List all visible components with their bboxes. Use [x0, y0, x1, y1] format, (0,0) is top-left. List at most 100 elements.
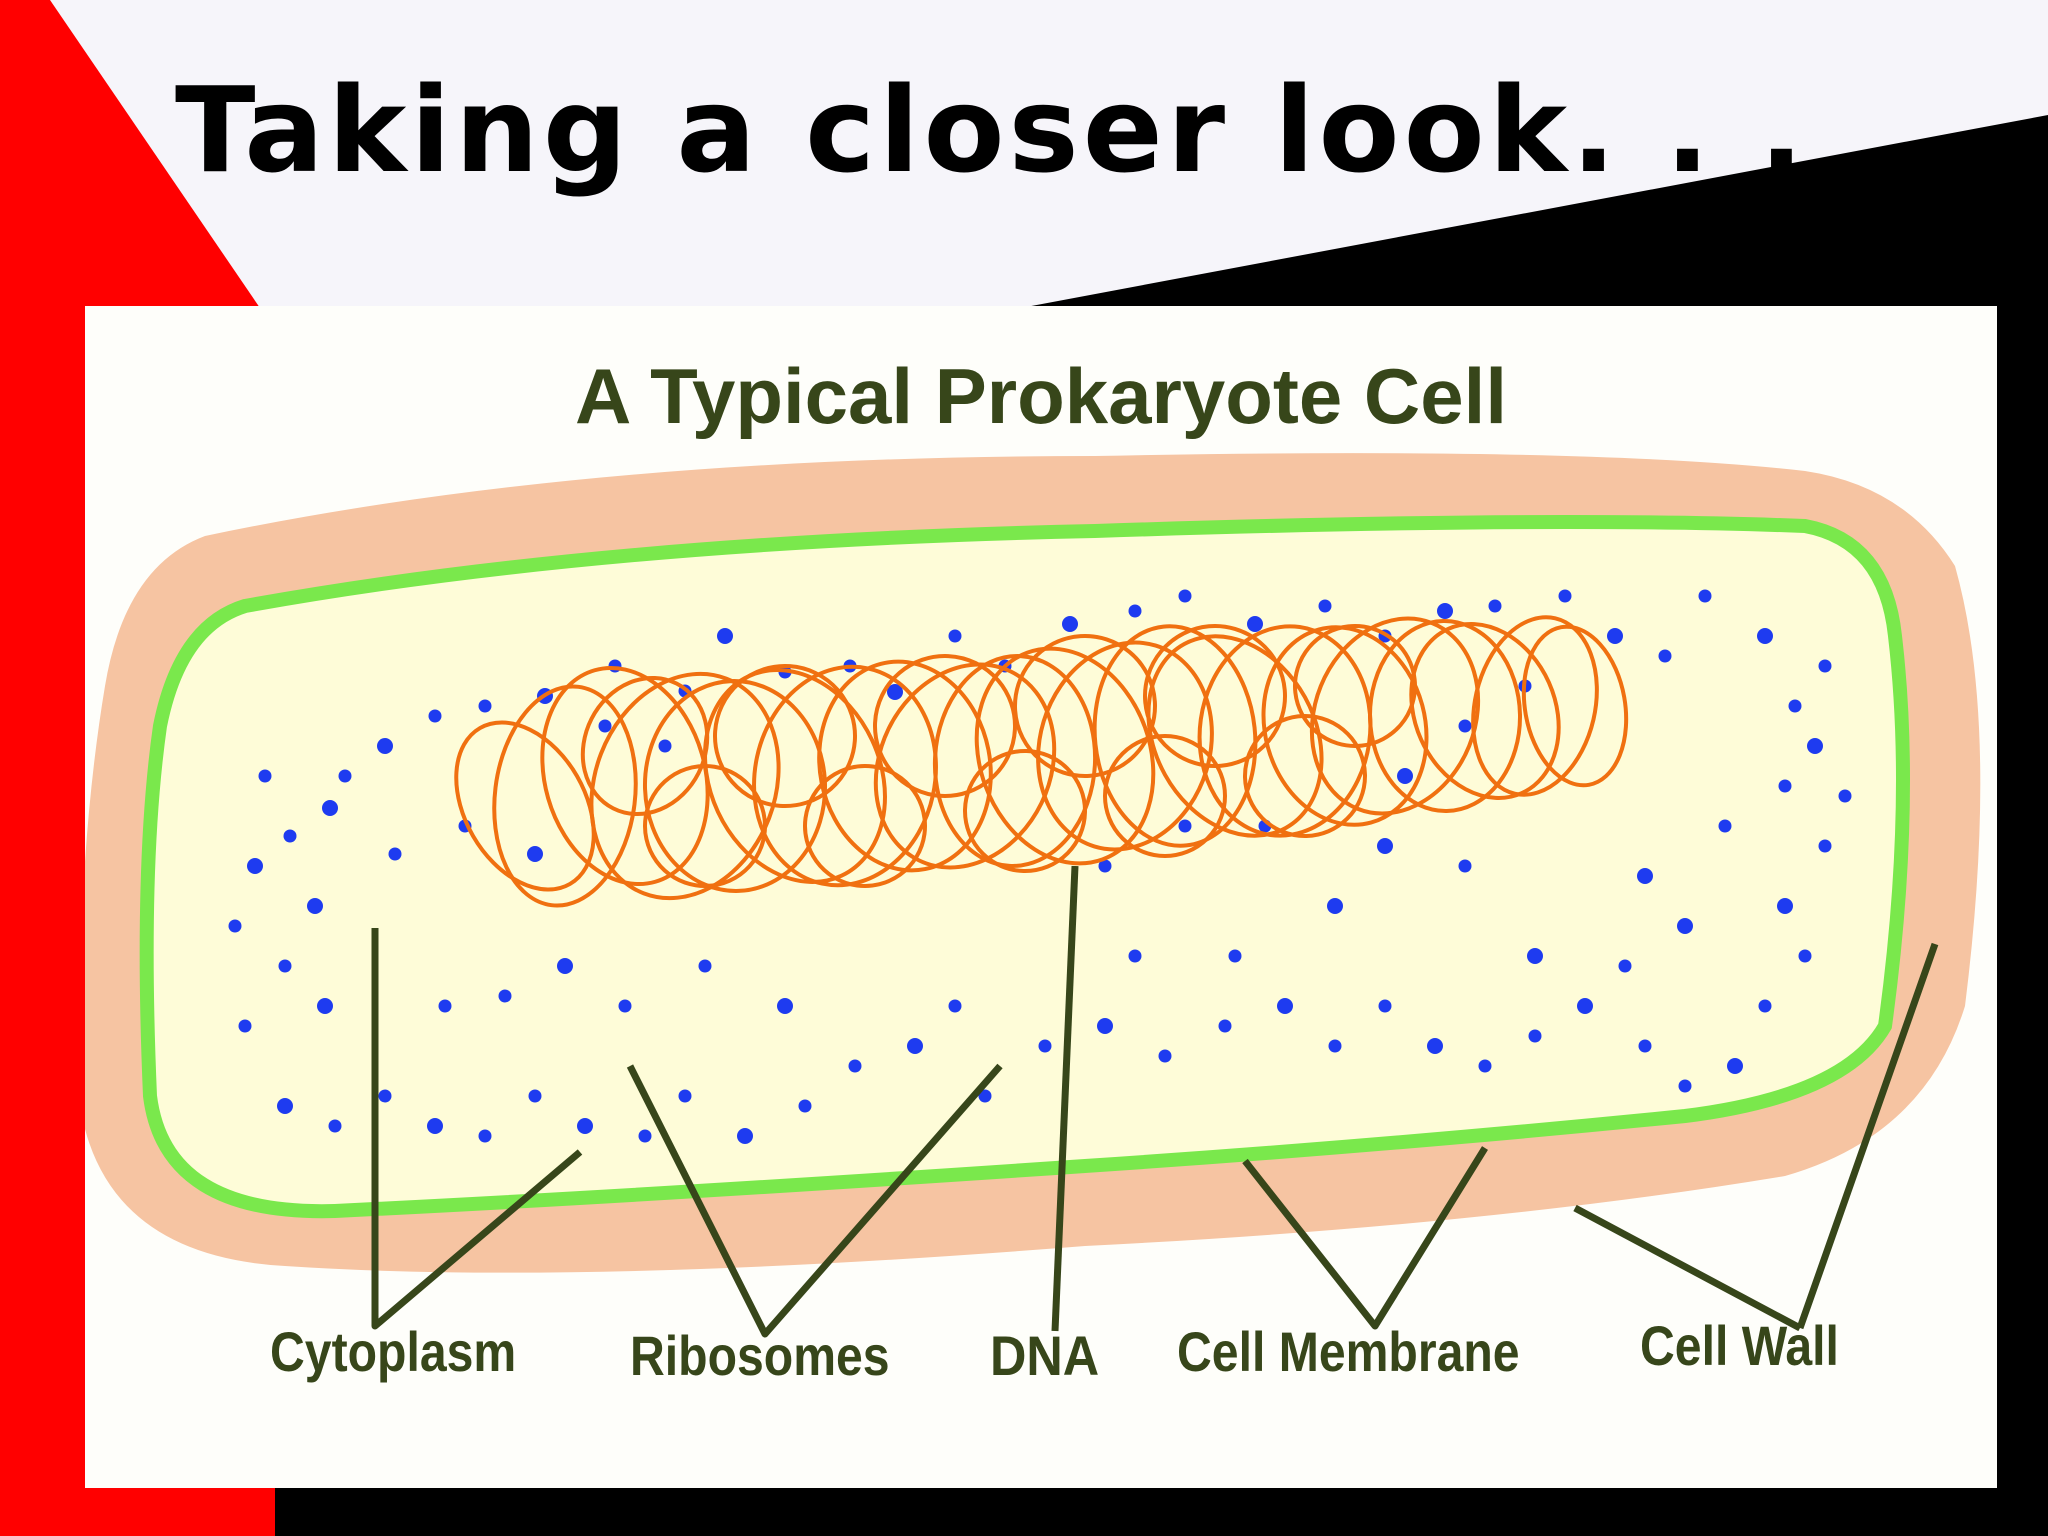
ribosome-dot — [1577, 998, 1593, 1014]
ribosome-dot — [1458, 859, 1472, 873]
ribosome-dot — [1678, 1079, 1692, 1093]
dna-loop — [1521, 624, 1629, 788]
ribosome-dot — [848, 1059, 862, 1073]
ribosome-dot — [1558, 589, 1572, 603]
ribosome-dot — [478, 699, 492, 713]
diagram-title: A Typical Prokaryote Cell — [574, 352, 1507, 440]
ribosome-dot — [1527, 948, 1543, 964]
dna-loop — [873, 662, 1057, 870]
ribosome-dot — [678, 1089, 692, 1103]
dna-loop — [1243, 714, 1367, 838]
dna-loop — [1367, 619, 1523, 813]
ribosome-dot — [1607, 628, 1623, 644]
ribosome-dot — [1128, 949, 1142, 963]
ribosome-dot — [1458, 719, 1472, 733]
ribosome-dot — [1637, 868, 1653, 884]
ribosome-dot — [1377, 838, 1393, 854]
ribosome-dot — [638, 1129, 652, 1143]
ribosome-dot — [1838, 789, 1852, 803]
ribosome-dot — [1677, 918, 1693, 934]
dna-loop — [1146, 634, 1324, 838]
ribosome-dot — [1218, 1019, 1232, 1033]
dna-loop — [803, 764, 927, 888]
dna-loop — [1143, 624, 1287, 768]
diagram-panel: A Typical Prokaryote Cell Cytoplasm Ribo… — [85, 306, 1997, 1488]
ribosome-dot — [577, 1118, 593, 1134]
ribosome-dot — [1638, 1039, 1652, 1053]
ribosome-dot — [388, 847, 402, 861]
ribosome-dot — [1062, 616, 1078, 632]
dna-loop — [540, 665, 710, 887]
ribosome-dot — [247, 858, 263, 874]
ribosomes-leader-line — [626, 1063, 1003, 1338]
ribosome-dot — [978, 1089, 992, 1103]
ribosome-dot — [798, 1099, 812, 1113]
ribosome-dot — [1818, 659, 1832, 673]
ribosome-dot — [283, 829, 297, 843]
ribosome-dot — [307, 898, 323, 914]
ribosome-dot — [1328, 1039, 1342, 1053]
dna-loop — [643, 764, 767, 888]
label-cytoplasm: Cytoplasm — [270, 1320, 517, 1383]
ribosome-dot — [1778, 779, 1792, 793]
ribosome-dot — [478, 1129, 492, 1143]
ribosome-dot — [948, 999, 962, 1013]
dna-loop — [1092, 624, 1258, 848]
ribosome-dot — [618, 999, 632, 1013]
dna-loop — [1471, 615, 1599, 797]
dna-loop — [492, 684, 638, 908]
ribosome-dot — [557, 958, 573, 974]
ribosome-dot — [1807, 738, 1823, 754]
ribosome-dot — [1698, 589, 1712, 603]
ribosome-dot — [1798, 949, 1812, 963]
ribosome-dot — [1818, 839, 1832, 853]
ribosome-dot — [1397, 768, 1413, 784]
ribosome-dot — [1618, 959, 1632, 973]
ribosome-dot — [378, 1089, 392, 1103]
ribosome-dot — [258, 769, 272, 783]
ribosome-dot — [1178, 589, 1192, 603]
ribosome-dot — [1478, 1059, 1492, 1073]
dna-leader-line — [1051, 865, 1079, 1332]
ribosome-dot — [1777, 898, 1793, 914]
ribosome-dot — [1038, 1039, 1052, 1053]
ribosome-dot — [1488, 599, 1502, 613]
ribosome-dot — [1718, 819, 1732, 833]
ribosome-dot — [1727, 1058, 1743, 1074]
ribosome-dot — [1327, 898, 1343, 914]
ribosome-dot — [1658, 649, 1672, 663]
ribosome-dot — [1427, 1038, 1443, 1054]
ribosome-dot — [1758, 999, 1772, 1013]
ribosome-dot — [427, 1118, 443, 1134]
label-cell-wall: Cell Wall — [1640, 1314, 1839, 1377]
ribosome-dot — [527, 846, 543, 862]
cell-wall-leader-line-2 — [1796, 942, 1939, 1330]
ribosome-dot — [698, 959, 712, 973]
dna-loop — [589, 671, 781, 901]
dna-loop — [454, 720, 596, 892]
ribosome-dot — [377, 738, 393, 754]
ribosome-dot — [1178, 819, 1192, 833]
dna-loop — [713, 664, 857, 808]
ribosome-dot — [598, 719, 612, 733]
ribosome-dot — [1757, 628, 1773, 644]
ribosome-dot — [907, 1038, 923, 1054]
ribosome-dot — [1228, 949, 1242, 963]
cell-membrane-leader-line — [1242, 1146, 1488, 1330]
ribosome-dot — [948, 629, 962, 643]
ribosome-dot — [338, 769, 352, 783]
ribosome-dot — [1318, 599, 1332, 613]
dna-loop — [963, 749, 1087, 873]
ribosome-dot — [1098, 859, 1112, 873]
leader-lines — [371, 865, 1939, 1338]
ribosome-dot — [328, 1119, 342, 1133]
ribosome-dot — [1788, 699, 1802, 713]
label-cell-membrane: Cell Membrane — [1177, 1320, 1520, 1383]
label-ribosomes: Ribosomes — [630, 1324, 890, 1387]
slide-title: Taking a closer look. . . — [175, 61, 1808, 199]
ribosome-dot — [777, 998, 793, 1014]
ribosome-dot — [1437, 603, 1453, 619]
ribosome-dot — [1247, 616, 1263, 632]
prokaryote-cell-illustration — [85, 453, 1981, 1338]
